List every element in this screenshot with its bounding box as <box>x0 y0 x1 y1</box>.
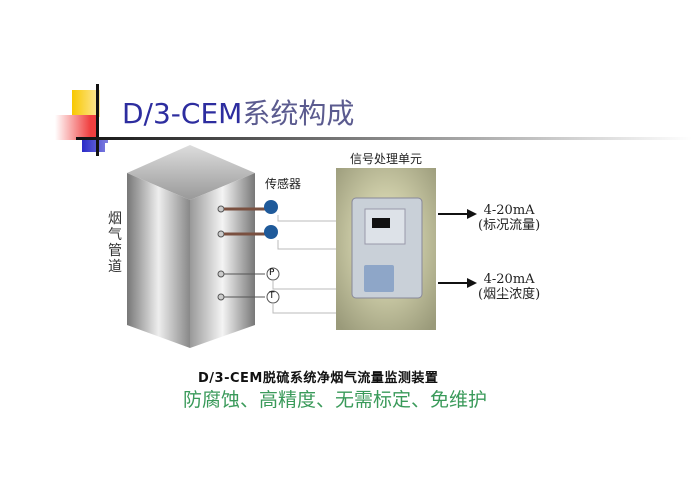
output-arrows <box>438 213 467 284</box>
output-dust: 4-20mA (烟尘浓度) <box>478 272 540 302</box>
decor-vertical-line <box>96 84 99 156</box>
output-flow-desc: (标况流量) <box>478 218 541 233</box>
title-underline <box>76 137 692 140</box>
caption: D/3-CEM脱硫系统净烟气流量监测装置 <box>198 371 439 386</box>
diagram: 烟气管道 传感器 信号处理单元 P T 4-20mA (标况流量) 4-20mA… <box>105 143 550 348</box>
flue-duct-shape <box>127 145 255 348</box>
output-dust-signal: 4-20mA <box>483 272 535 287</box>
signal-unit-label: 信号处理单元 <box>350 152 423 166</box>
sensor-label: 传感器 <box>265 177 302 191</box>
output-flow: 4-20mA (标况流量) <box>478 203 540 233</box>
decor-red-square <box>55 115 99 140</box>
temperature-symbol: T <box>269 291 275 301</box>
diagram-graphics <box>127 145 477 348</box>
output-flow-signal: 4-20mA <box>483 203 535 218</box>
pressure-symbol: P <box>269 268 275 278</box>
flue-duct-label: 烟气管道 <box>108 211 122 275</box>
decor-yellow-square <box>72 90 100 117</box>
slide-title: D/3-CEM系统构成 <box>122 97 355 130</box>
tagline: 防腐蚀、高精度、无需标定、免维护 <box>183 389 488 411</box>
decor-blue-square <box>82 139 108 152</box>
output-dust-desc: (烟尘浓度) <box>478 287 541 302</box>
